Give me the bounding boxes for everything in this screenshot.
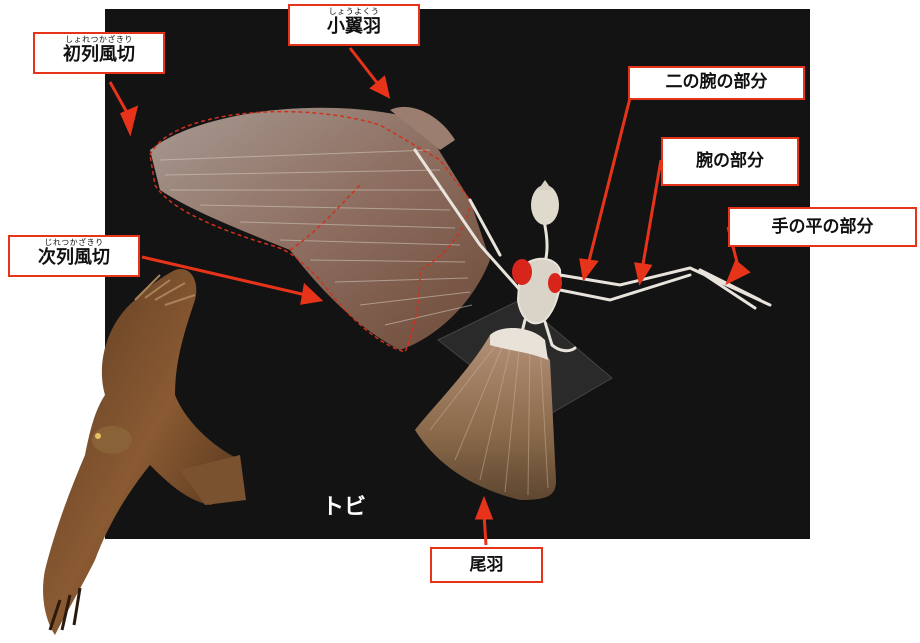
red-muscle-left [512,259,532,285]
label-secondary-feathers: じれつかざきり 次列風切 [8,235,140,277]
furigana: しょうよくう [328,7,380,16]
arrows [108,47,751,546]
label-text: 小翼羽 [327,16,381,37]
beak [538,180,552,190]
feather-outline [149,110,471,353]
flying-kite-image [43,269,246,635]
label-upper-arm: 二の腕の部分 [628,66,805,100]
label-tail: 尾羽 [430,547,543,583]
wing-feathers [150,106,490,351]
species-caption: トビ [322,495,367,520]
label-text: 次列風切 [38,247,110,268]
skull [531,185,559,225]
label-forearm: 腕の部分 [661,137,799,186]
label-palm: 手の平の部分 [728,207,917,247]
label-primary-feathers: しょれつかざきり 初列風切 [33,32,165,74]
label-coverts: しょうよくう 小翼羽 [288,4,420,46]
label-text: 初列風切 [63,44,135,65]
furigana: しょれつかざきり [65,35,133,44]
tail-feathers [415,328,556,500]
furigana: じれつかざきり [44,238,104,247]
red-muscle-right [548,273,562,293]
